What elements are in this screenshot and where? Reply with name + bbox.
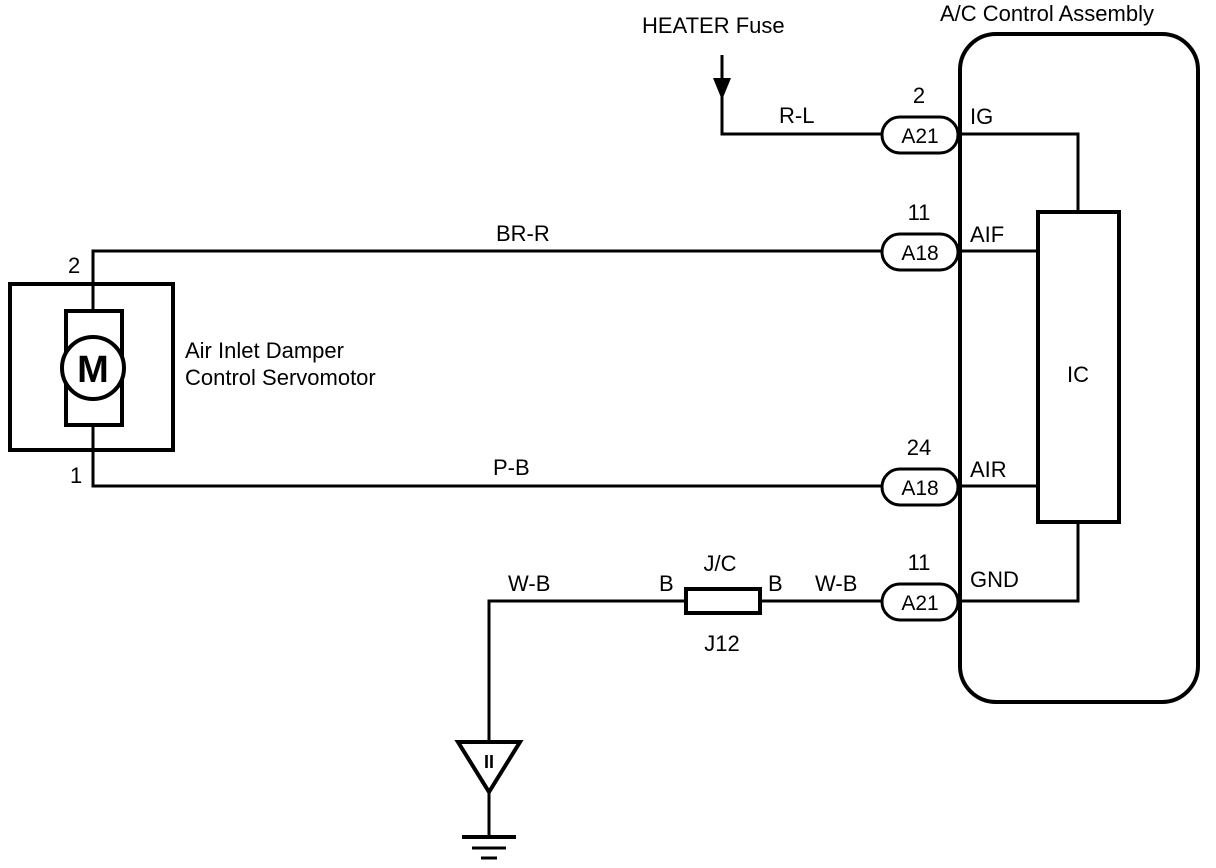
connector-a18-aif: A18 — [880, 232, 960, 272]
junction-label-bottom: J12 — [704, 631, 739, 656]
pin-number: 24 — [907, 435, 931, 460]
wire-r-l — [720, 98, 886, 136]
internal-wire-gnd — [960, 522, 1080, 603]
ground-point-symbol: II — [484, 752, 494, 772]
ac-control-assembly-label: A/C Control Assembly — [940, 1, 1154, 26]
servomotor-pin-top: 2 — [68, 253, 80, 278]
connector-a21-ig: A21 — [880, 115, 960, 155]
servomotor-label-line1: Air Inlet Damper — [185, 338, 344, 363]
wire-br-r — [91, 249, 886, 311]
ic-label: IC — [1067, 362, 1089, 387]
connector-id: A21 — [901, 592, 938, 615]
wire-label-br-r: BR-R — [496, 221, 550, 246]
motor-icon: M — [60, 335, 126, 401]
connector-a18-air: A18 — [880, 467, 960, 507]
junction-right-pin: B — [768, 571, 783, 596]
ground-point-icon: II — [454, 740, 524, 796]
signal-label-air: AIR — [970, 457, 1007, 482]
wire-p-b — [91, 425, 886, 488]
wire-w-b-ground — [487, 599, 686, 742]
junction-connector-j12 — [684, 587, 762, 615]
wire-label-r-l: R-L — [779, 103, 814, 128]
connector-id: A21 — [901, 125, 938, 148]
junction-label-top: J/C — [704, 551, 737, 576]
connector-a21-gnd: A21 — [880, 582, 960, 622]
signal-label-ig: IG — [970, 104, 993, 129]
junction-left-pin: B — [659, 571, 674, 596]
wire-label-w-b-right: W-B — [815, 571, 857, 596]
pin-number: 11 — [908, 550, 931, 575]
internal-wire-ig — [960, 132, 1080, 212]
signal-label-gnd: GND — [970, 567, 1019, 592]
servomotor-pin-bottom: 1 — [70, 463, 82, 488]
pin-number: 11 — [908, 200, 931, 225]
pin-number: 2 — [913, 83, 925, 108]
motor-symbol: M — [77, 349, 109, 391]
connector-id: A18 — [901, 242, 938, 265]
signal-label-aif: AIF — [970, 222, 1004, 247]
ac-control-assembly-box — [958, 32, 1200, 704]
heater-fuse-label: HEATER Fuse — [642, 13, 785, 38]
fuse-arrow-icon — [713, 55, 731, 100]
wire-label-p-b: P-B — [493, 455, 530, 480]
ground-icon — [462, 792, 516, 860]
connector-id: A18 — [901, 477, 938, 500]
servomotor-label-line2: Control Servomotor — [185, 365, 376, 390]
wire-label-w-b-left: W-B — [508, 571, 550, 596]
